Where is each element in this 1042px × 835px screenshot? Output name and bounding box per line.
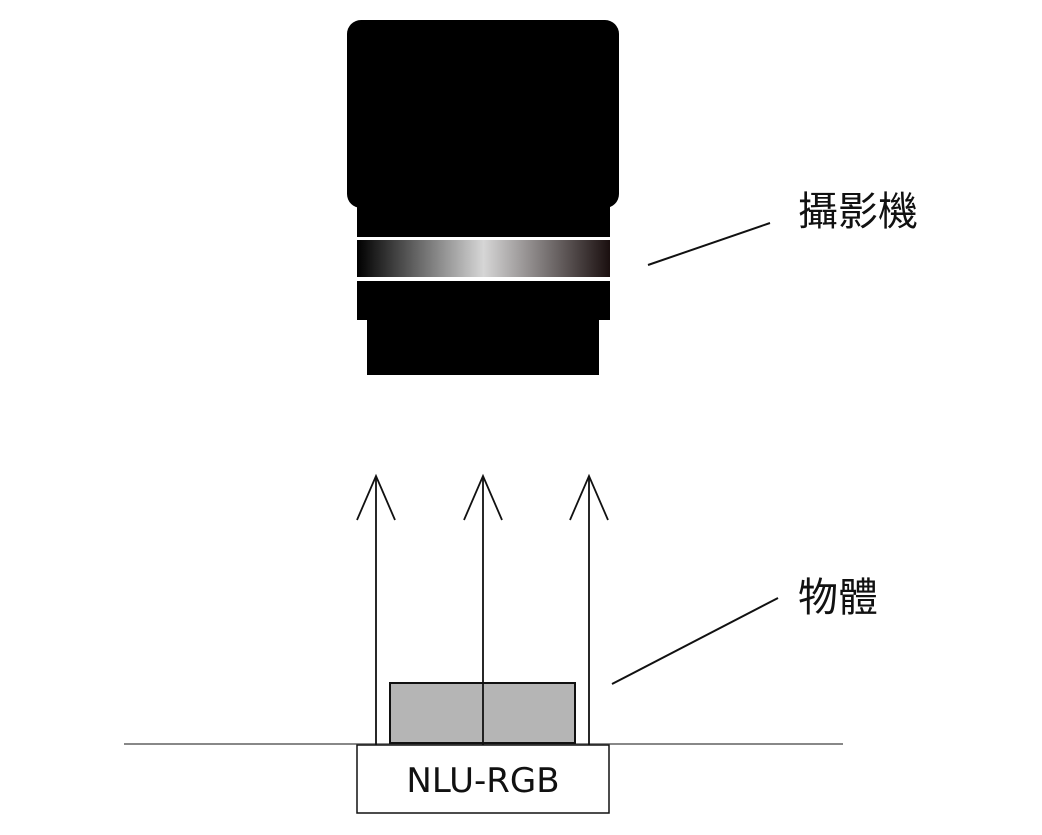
upward-arrow-icon [569,473,609,745]
camera-ring-highlight-top [357,237,610,240]
camera-label: 攝影機 [798,189,918,235]
camera-lens-icon [347,20,619,375]
light-source-box [356,744,610,814]
camera-ring-highlight-bottom [357,277,610,281]
object-label: 物體 [798,575,878,621]
object-leader-line [611,597,779,685]
camera-focus-ring [357,240,610,277]
camera-lens-mount [367,318,599,375]
light-ray-arrows [356,473,609,745]
upward-arrow-icon [463,473,503,745]
light-source-label: NLU-RGB [406,761,560,801]
camera-leader-line [647,222,771,266]
camera-upper-body [347,20,619,208]
upward-arrow-icon [356,473,396,745]
